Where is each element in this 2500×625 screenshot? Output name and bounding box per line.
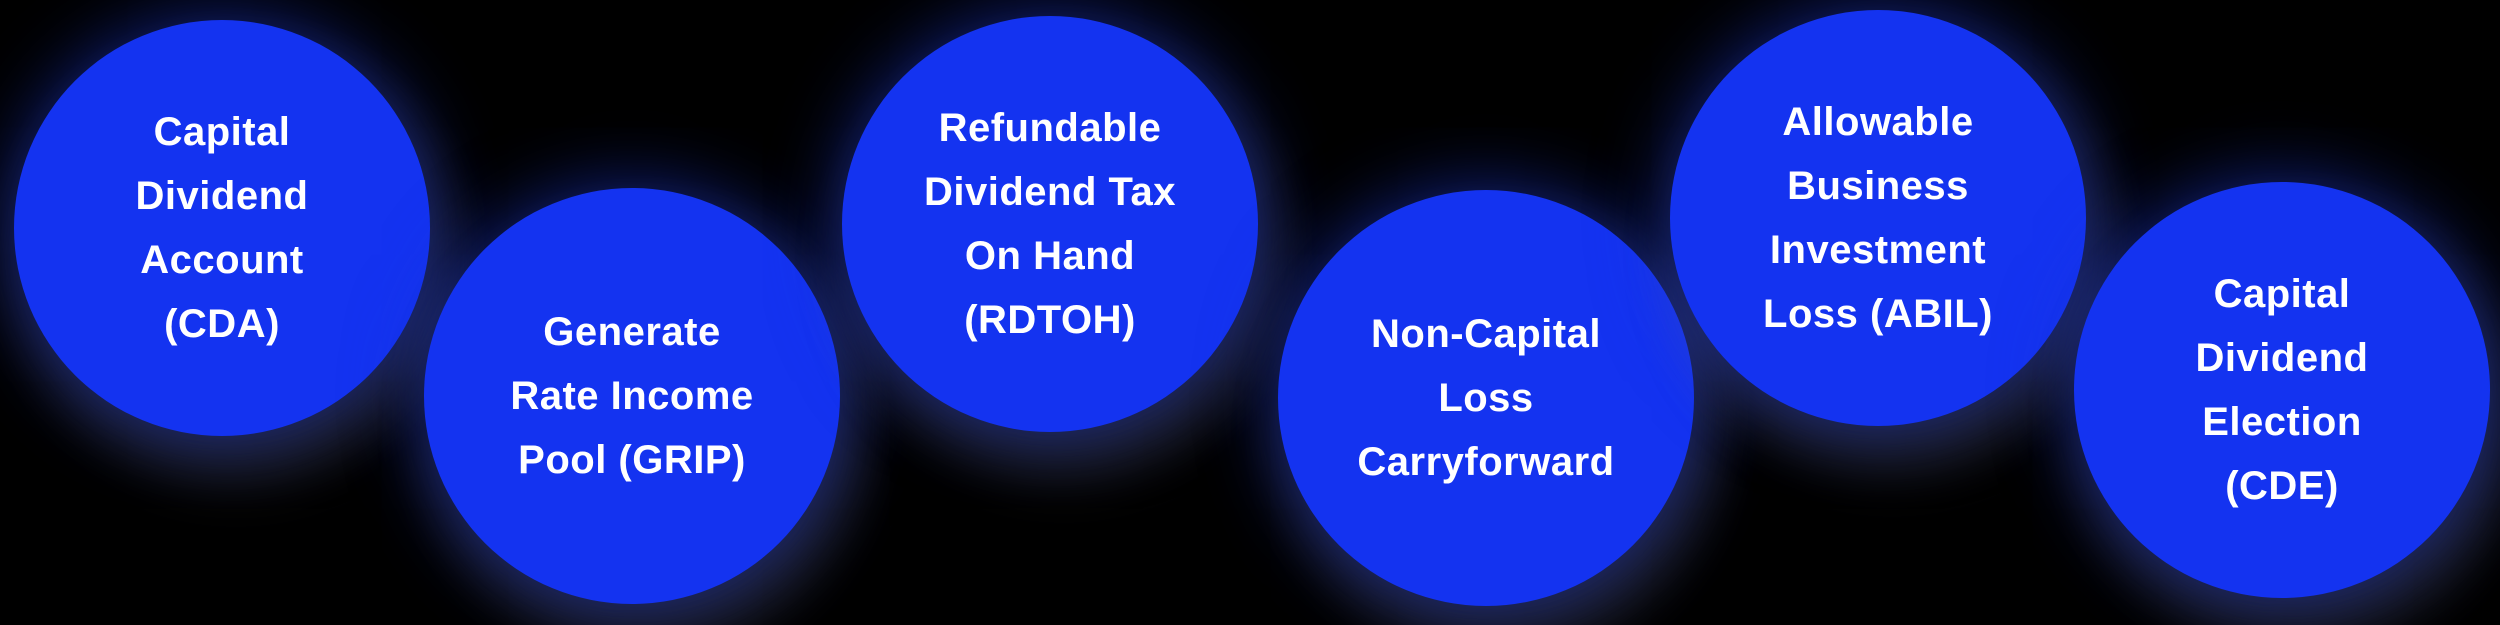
bubble-label-line: On Hand xyxy=(964,234,1136,278)
bubble-refundable-dividend-tax-on-hand: Refundable Dividend Tax On Hand (RDTOH) xyxy=(842,16,1258,432)
bubble-label-line: Non-Capital xyxy=(1371,312,1601,356)
bubble-label-line: Capital xyxy=(153,110,291,154)
bubble-capital-dividend-election: Capital Dividend Election (CDE) xyxy=(2074,182,2490,598)
bubble-label-line: Dividend Tax xyxy=(924,170,1176,214)
bubble-label-line: Dividend xyxy=(135,174,309,218)
bubble-label-line: Capital xyxy=(2213,272,2351,316)
bubble-general-rate-income-pool: Generate Rate Income Pool (GRIP) xyxy=(424,188,840,604)
bubble-allowable-business-investment-loss: Allowable Business Investment Loss (ABIL… xyxy=(1670,10,2086,426)
bubble-label-line: Pool (GRIP) xyxy=(518,438,746,482)
bubble-label-line: Dividend xyxy=(2195,336,2369,380)
bubble-label-line: (CDE) xyxy=(2225,464,2339,508)
bubble-label-line: Rate Income xyxy=(510,374,754,418)
bubble-label-line: Loss (ABIL) xyxy=(1763,292,1993,336)
bubble-non-capital-loss-carryforward: Non-Capital Loss Carryforward xyxy=(1278,190,1694,606)
bubble-label-line: Business xyxy=(1787,164,1969,208)
bubble-label-line: Election xyxy=(2202,400,2362,444)
bubble-label-line: Generate xyxy=(543,310,721,354)
bubble-label-line: Account xyxy=(140,238,304,282)
bubble-label-line: (CDA) xyxy=(164,302,280,346)
bubble-label-line: Carryforward xyxy=(1357,440,1615,484)
bubble-label-line: (RDTOH) xyxy=(964,298,1136,342)
bubble-capital-dividend-account: Capital Dividend Account (CDA) xyxy=(14,20,430,436)
bubble-label-line: Allowable xyxy=(1782,100,1974,144)
bubble-label-line: Refundable xyxy=(938,106,1162,150)
bubble-label-line: Investment xyxy=(1769,228,1987,272)
bubble-label-line: Loss xyxy=(1438,376,1534,420)
